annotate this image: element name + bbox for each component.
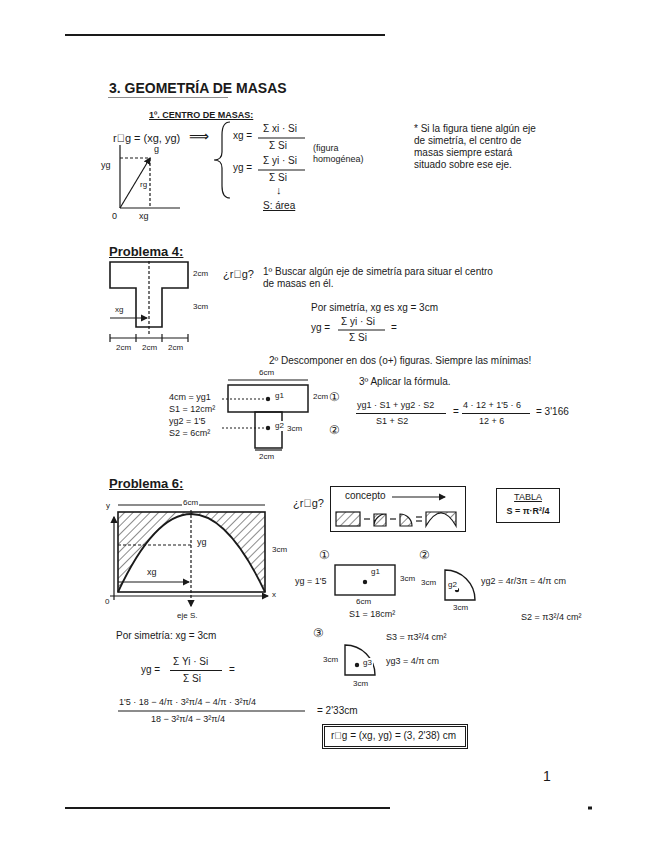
note-text: 3cm	[352, 679, 369, 689]
note-text: * Si la figura tiene algún eje de simetr…	[413, 123, 540, 171]
note-text: 3cm	[452, 603, 469, 613]
table-box: TABLA S = π·R²/4	[496, 488, 560, 523]
note-text: =	[452, 406, 460, 418]
note-text: yg =	[310, 322, 331, 334]
note-text: 3cm	[399, 574, 416, 584]
note-text: yg2 = 4r/3π = 4/π cm	[480, 576, 567, 587]
note-text: S1 + S2	[375, 416, 409, 427]
note-text: Σ Si	[182, 673, 202, 685]
note-text: g3	[362, 658, 373, 668]
note-text: S1 = 12cm²	[168, 404, 216, 415]
note-text: 1	[542, 768, 552, 785]
note-text: = 3'166	[535, 406, 570, 418]
box-text: r⃗g = (xg, yg) = (3, 2'38) cm	[331, 730, 459, 743]
note-text: = 2'33cm	[316, 705, 359, 717]
note-text: eje S.	[176, 611, 198, 621]
note-text: ¿r⃗g?	[292, 497, 325, 510]
note-text: Σ xi · Si	[262, 123, 298, 135]
note-text: r⃗g = (xg, yg)	[112, 132, 181, 145]
note-text: 3cm	[271, 545, 288, 555]
note-text: g1	[274, 391, 285, 401]
note-text: 6cm	[258, 368, 275, 378]
note-text: 6cm	[182, 498, 199, 508]
note-text: 3cm	[192, 302, 209, 312]
box-text: S = π·R²/4	[503, 506, 553, 517]
note-text: g2	[274, 421, 285, 431]
note-text: Problema 6:	[108, 476, 184, 492]
note-text: 2cm	[141, 343, 158, 353]
note-text: S2 = π3²/4 cm²	[520, 612, 582, 623]
note-text: 2cm	[192, 269, 209, 279]
note-text: S3 = π3²/4 cm²	[385, 632, 447, 643]
note-text: 1'5 · 18 − 4/π · 3²π/4 − 4/π · 3²π/4	[118, 697, 257, 708]
note-text: S1 = 18cm²	[348, 609, 396, 620]
note-text: ↓	[275, 184, 283, 197]
note-text: 2cm	[167, 343, 184, 353]
note-text: yg = 1'5	[294, 576, 328, 587]
note-text: Σ yi · Si	[340, 316, 376, 328]
note-text: yg =	[232, 162, 253, 174]
note-text: Σ Si	[268, 172, 288, 184]
note-text: (figura homogénea)	[312, 143, 376, 165]
note-text: xg	[138, 211, 150, 222]
note-text: 2cm	[115, 343, 132, 353]
note-text: xg	[114, 305, 124, 315]
note-text: Σ Si	[348, 332, 368, 344]
note-text: ①	[318, 548, 331, 562]
note-text: 1º. CENTRO DE MASAS:	[148, 110, 254, 121]
note-text: yg1 · S1 + yg2 · S2	[356, 400, 435, 411]
note-text: g1	[370, 567, 381, 577]
note-text: 0	[111, 211, 118, 222]
note-text: yg	[196, 537, 208, 548]
concept-box: concepto	[330, 486, 466, 532]
note-text: ③	[312, 626, 325, 640]
note-text: 1º Buscar algún eje de simetría para sit…	[262, 266, 494, 290]
note-text: S2 = 6cm²	[168, 428, 211, 439]
note-text: 2º Descomponer en dos (o+) figuras. Siem…	[268, 355, 532, 367]
note-text: Σ Yi · Si	[172, 656, 209, 668]
note-text: 12 + 6	[478, 416, 505, 427]
note-text: 18 − 3²π/4 − 3²π/4	[150, 714, 226, 725]
note-text: 4 · 12 + 1'5 · 6	[462, 400, 522, 411]
note-text: xg =	[232, 130, 253, 142]
note-text: rg	[139, 180, 148, 190]
note-text: Σ Si	[268, 140, 288, 152]
note-text: ⟹	[188, 128, 210, 145]
note-text: S: área	[262, 200, 296, 212]
note-text: ②	[418, 548, 431, 562]
note-text: x	[271, 590, 277, 600]
note-text: 6cm	[355, 597, 372, 607]
note-text: 4cm = yg1	[168, 392, 212, 403]
note-text: g2	[447, 580, 458, 590]
note-text: xg	[146, 567, 158, 578]
page-title: 3. GEOMETRÍA DE MASAS	[108, 80, 288, 97]
note-text: 3cm	[322, 655, 339, 665]
box-heading: TABLA	[503, 492, 553, 503]
note-text: 3º Aplicar la fórmula.	[358, 376, 451, 388]
note-text: yg3 = 4/π cm	[385, 656, 440, 667]
box-text: concepto	[345, 490, 459, 503]
note-text: Σ yi · Si	[262, 155, 298, 167]
note-text: =	[390, 322, 398, 334]
note-text: yg2 = 1'5	[168, 416, 207, 427]
note-text: 3cm	[420, 578, 437, 588]
note-text: ②	[328, 423, 341, 437]
note-text: 2cm	[258, 452, 275, 462]
note-text: yg	[100, 160, 112, 171]
note-text: Por simetría: xg = 3cm	[115, 630, 217, 642]
note-text: y	[105, 501, 111, 511]
result-box: r⃗g = (xg, yg) = (3, 2'38) cm	[322, 724, 468, 749]
note-text: Problema 4:	[108, 244, 184, 260]
note-text: 2cm	[312, 392, 329, 402]
note-text: Por simetría, xg es xg = 3cm	[310, 302, 439, 314]
note-text: ①	[328, 390, 341, 404]
note-text: g	[153, 144, 160, 155]
note-text: =	[228, 664, 236, 676]
note-text: ¿r⃗g?	[222, 268, 255, 281]
note-text: 0	[104, 597, 110, 607]
note-text: yg =	[140, 664, 161, 676]
note-text: 3cm	[286, 424, 303, 434]
